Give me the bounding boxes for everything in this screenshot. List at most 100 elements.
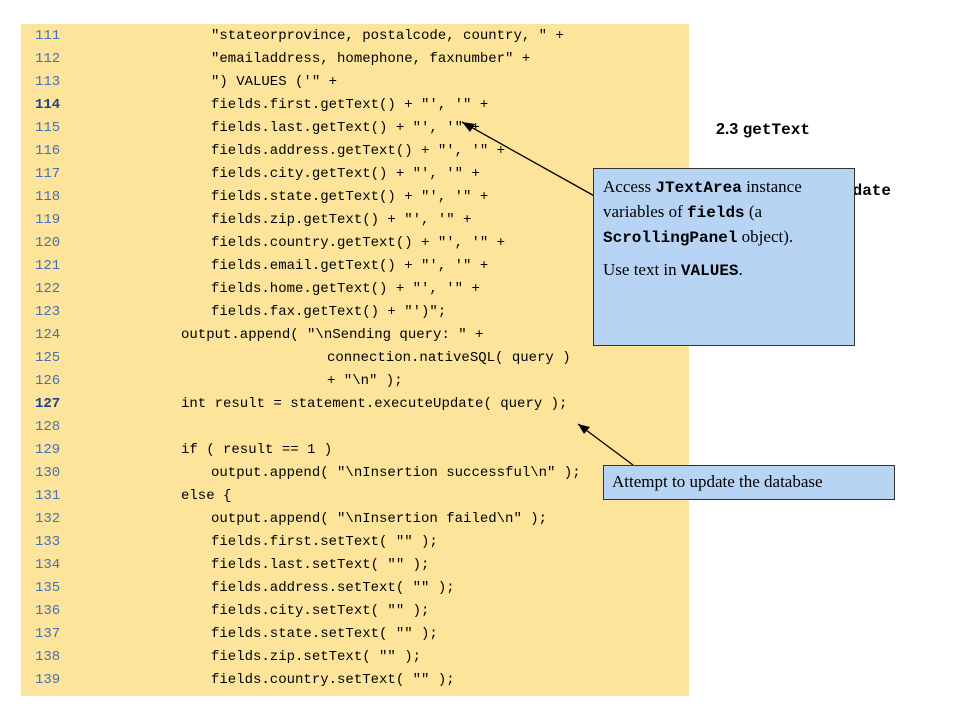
code-text: fields.home.getText() + "', '" + — [211, 281, 480, 297]
code-listing: 111 "stateorprovince, postalcode, country… — [21, 24, 689, 696]
callout-text: Use text in — [603, 260, 681, 279]
code-text: output.append( "\nInsertion successful\n… — [211, 465, 581, 481]
code-line: 135 fields.address.setText( "" ); — [21, 576, 689, 599]
section-label: 2.3 getText — [716, 121, 810, 139]
code-text: fields.address.getText() + "', '" + — [211, 143, 506, 159]
code-text: connection.nativeSQL( query ) — [327, 350, 571, 366]
code-text: fields.email.getText() + "', '" + — [211, 258, 489, 274]
code-text: output.append( "\nSending query: " + — [181, 327, 484, 343]
callout-text: Access — [603, 177, 656, 196]
line-number: 132 — [35, 511, 61, 527]
code-text: fields.city.getText() + "', '" + — [211, 166, 480, 182]
hidden-section-label: pdate — [843, 182, 892, 200]
code-line: 111 "stateorprovince, postalcode, country… — [21, 24, 689, 47]
section-code: getText — [742, 121, 810, 139]
code-text: if ( result == 1 ) — [181, 442, 333, 458]
callout-paragraph: Use text in VALUES. — [603, 258, 854, 283]
line-number: 112 — [35, 51, 61, 67]
line-number: 139 — [35, 672, 61, 688]
callout-code: JTextArea — [655, 179, 742, 197]
code-text: "stateorprovince, postalcode, country, "… — [211, 28, 564, 44]
code-line: 130 output.append( "\nInsertion successfu… — [21, 461, 689, 484]
code-text: fields.zip.getText() + "', '" + — [211, 212, 472, 228]
code-line: 117 fields.city.getText() + "', '" + — [21, 162, 689, 185]
code-text: fields.country.getText() + "', '" + — [211, 235, 506, 251]
line-number: 135 — [35, 580, 61, 596]
callout-code: VALUES — [680, 262, 739, 280]
line-number: 130 — [35, 465, 61, 481]
line-number: 120 — [35, 235, 61, 251]
line-number: 133 — [35, 534, 61, 550]
line-number: 113 — [35, 74, 61, 90]
code-line: 120 fields.country.getText() + "', '" + — [21, 231, 689, 254]
code-line: 138 fields.zip.setText( "" ); — [21, 645, 689, 668]
callout-text: Attempt to update the database — [612, 472, 823, 491]
line-number: 126 — [35, 373, 61, 389]
code-line: 139 fields.country.setText( "" ); — [21, 668, 689, 691]
code-line: 137 fields.state.setText( "" ); — [21, 622, 689, 645]
code-text: fields.last.setText( "" ); — [211, 557, 430, 573]
line-number: 122 — [35, 281, 61, 297]
section-number: 2.3 — [716, 121, 739, 138]
line-number: 121 — [35, 258, 61, 274]
callout-code: ScrollingPanel — [603, 229, 738, 247]
callout-text: object). — [737, 227, 794, 246]
line-number: 114 — [35, 97, 61, 113]
code-text: + "\n" ); — [327, 373, 403, 389]
code-line: 123 fields.fax.getText() + "')"; — [21, 300, 689, 323]
line-number: 125 — [35, 350, 61, 366]
code-text: fields.country.setText( "" ); — [211, 672, 455, 688]
code-line: 119 fields.zip.getText() + "', '" + — [21, 208, 689, 231]
line-number: 124 — [35, 327, 61, 343]
line-number: 137 — [35, 626, 61, 642]
code-text: int result = statement.executeUpdate( qu… — [181, 396, 568, 412]
code-line: 125 connection.nativeSQL( query ) — [21, 346, 689, 369]
code-line: 128 — [21, 415, 689, 438]
line-number: 111 — [35, 28, 61, 44]
code-line: 116 fields.address.getText() + "', '" + — [21, 139, 689, 162]
line-number: 118 — [35, 189, 61, 205]
code-text: fields.state.getText() + "', '" + — [211, 189, 489, 205]
code-line: 112 "emailaddress, homephone, faxnumber" … — [21, 47, 689, 70]
code-line: 131 else { — [21, 484, 689, 507]
code-line: 115 fields.last.getText() + "', '" + — [21, 116, 689, 139]
code-line: 126 + "\n" ); — [21, 369, 689, 392]
callout-text: instance variables of — [603, 177, 802, 221]
code-line: 114 fields.first.getText() + "', '" + — [21, 93, 689, 116]
code-line: 134 fields.last.setText( "" ); — [21, 553, 689, 576]
code-line: 132 output.append( "\nInsertion failed\n"… — [21, 507, 689, 530]
code-text: fields.zip.setText( "" ); — [211, 649, 422, 665]
line-number: 134 — [35, 557, 61, 573]
code-text: fields.address.setText( "" ); — [211, 580, 455, 596]
code-text: ") VALUES ('" + — [211, 74, 338, 90]
line-number: 138 — [35, 649, 61, 665]
callout-paragraph: Access JTextArea instance variables of f… — [603, 175, 854, 250]
line-number: 131 — [35, 488, 61, 504]
line-number: 128 — [35, 419, 61, 435]
code-text: fields.first.setText( "" ); — [211, 534, 438, 550]
callout-code: fields — [687, 204, 745, 222]
code-text: fields.state.setText( "" ); — [211, 626, 438, 642]
callout-text: (a — [744, 202, 763, 221]
code-text: fields.city.setText( "" ); — [211, 603, 430, 619]
code-line: 133 fields.first.setText( "" ); — [21, 530, 689, 553]
line-number: 116 — [35, 143, 61, 159]
code-line: 113 ") VALUES ('" + — [21, 70, 689, 93]
line-number: 123 — [35, 304, 61, 320]
line-number: 117 — [35, 166, 61, 182]
code-line: 124 output.append( "\nSending query: " + — [21, 323, 689, 346]
callout-update-database: Attempt to update the database — [603, 465, 895, 500]
code-text: "emailaddress, homephone, faxnumber" + — [211, 51, 531, 67]
code-text: fields.fax.getText() + "')"; — [211, 304, 447, 320]
code-line: 122 fields.home.getText() + "', '" + — [21, 277, 689, 300]
code-text: else { — [181, 488, 232, 504]
code-line: 121 fields.email.getText() + "', '" + — [21, 254, 689, 277]
line-number: 119 — [35, 212, 61, 228]
code-text: fields.last.getText() + "', '" + — [211, 120, 480, 136]
code-text: fields.first.getText() + "', '" + — [211, 97, 489, 113]
code-text: output.append( "\nInsertion failed\n" ); — [211, 511, 548, 527]
line-number: 115 — [35, 120, 61, 136]
callout-access-fields: Access JTextArea instance variables of f… — [593, 168, 855, 346]
